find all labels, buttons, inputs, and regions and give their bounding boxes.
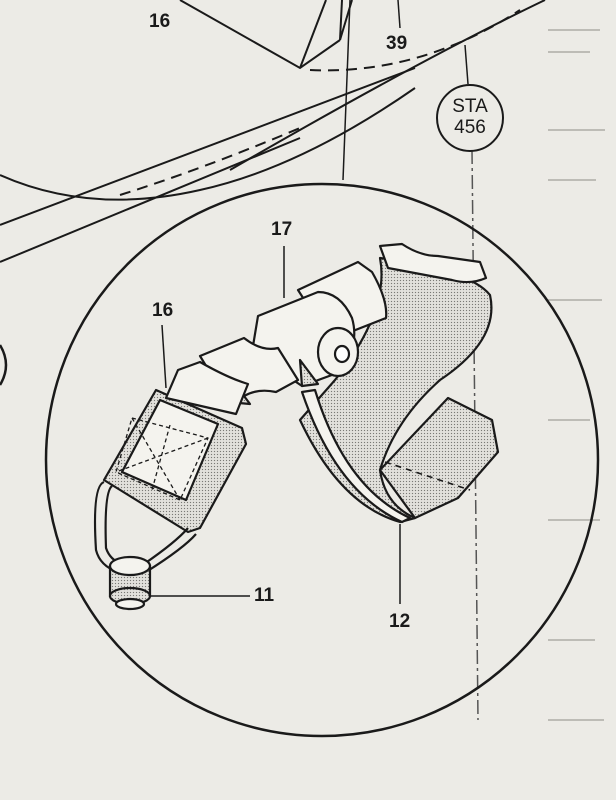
callout-16-detail: 16 [152,300,174,321]
body-panel-dashed [119,9,521,196]
station-label: STA [452,96,488,118]
callout-17: 17 [271,219,293,240]
callout-11: 11 [254,585,275,606]
knob [108,555,152,611]
callout-39: 39 [386,33,408,54]
callout-16-top: 16 [149,11,171,32]
background-text-column [548,29,605,721]
leader-lines [150,0,469,604]
buckle-roller [250,260,388,388]
detail-circle [44,182,600,738]
station-marker: STA 456 [436,84,504,152]
station-number: 456 [454,117,486,138]
wire-bail [93,480,197,574]
clamp-plate [102,360,250,534]
callout-12: 12 [389,611,411,632]
strap-loop [298,242,500,524]
